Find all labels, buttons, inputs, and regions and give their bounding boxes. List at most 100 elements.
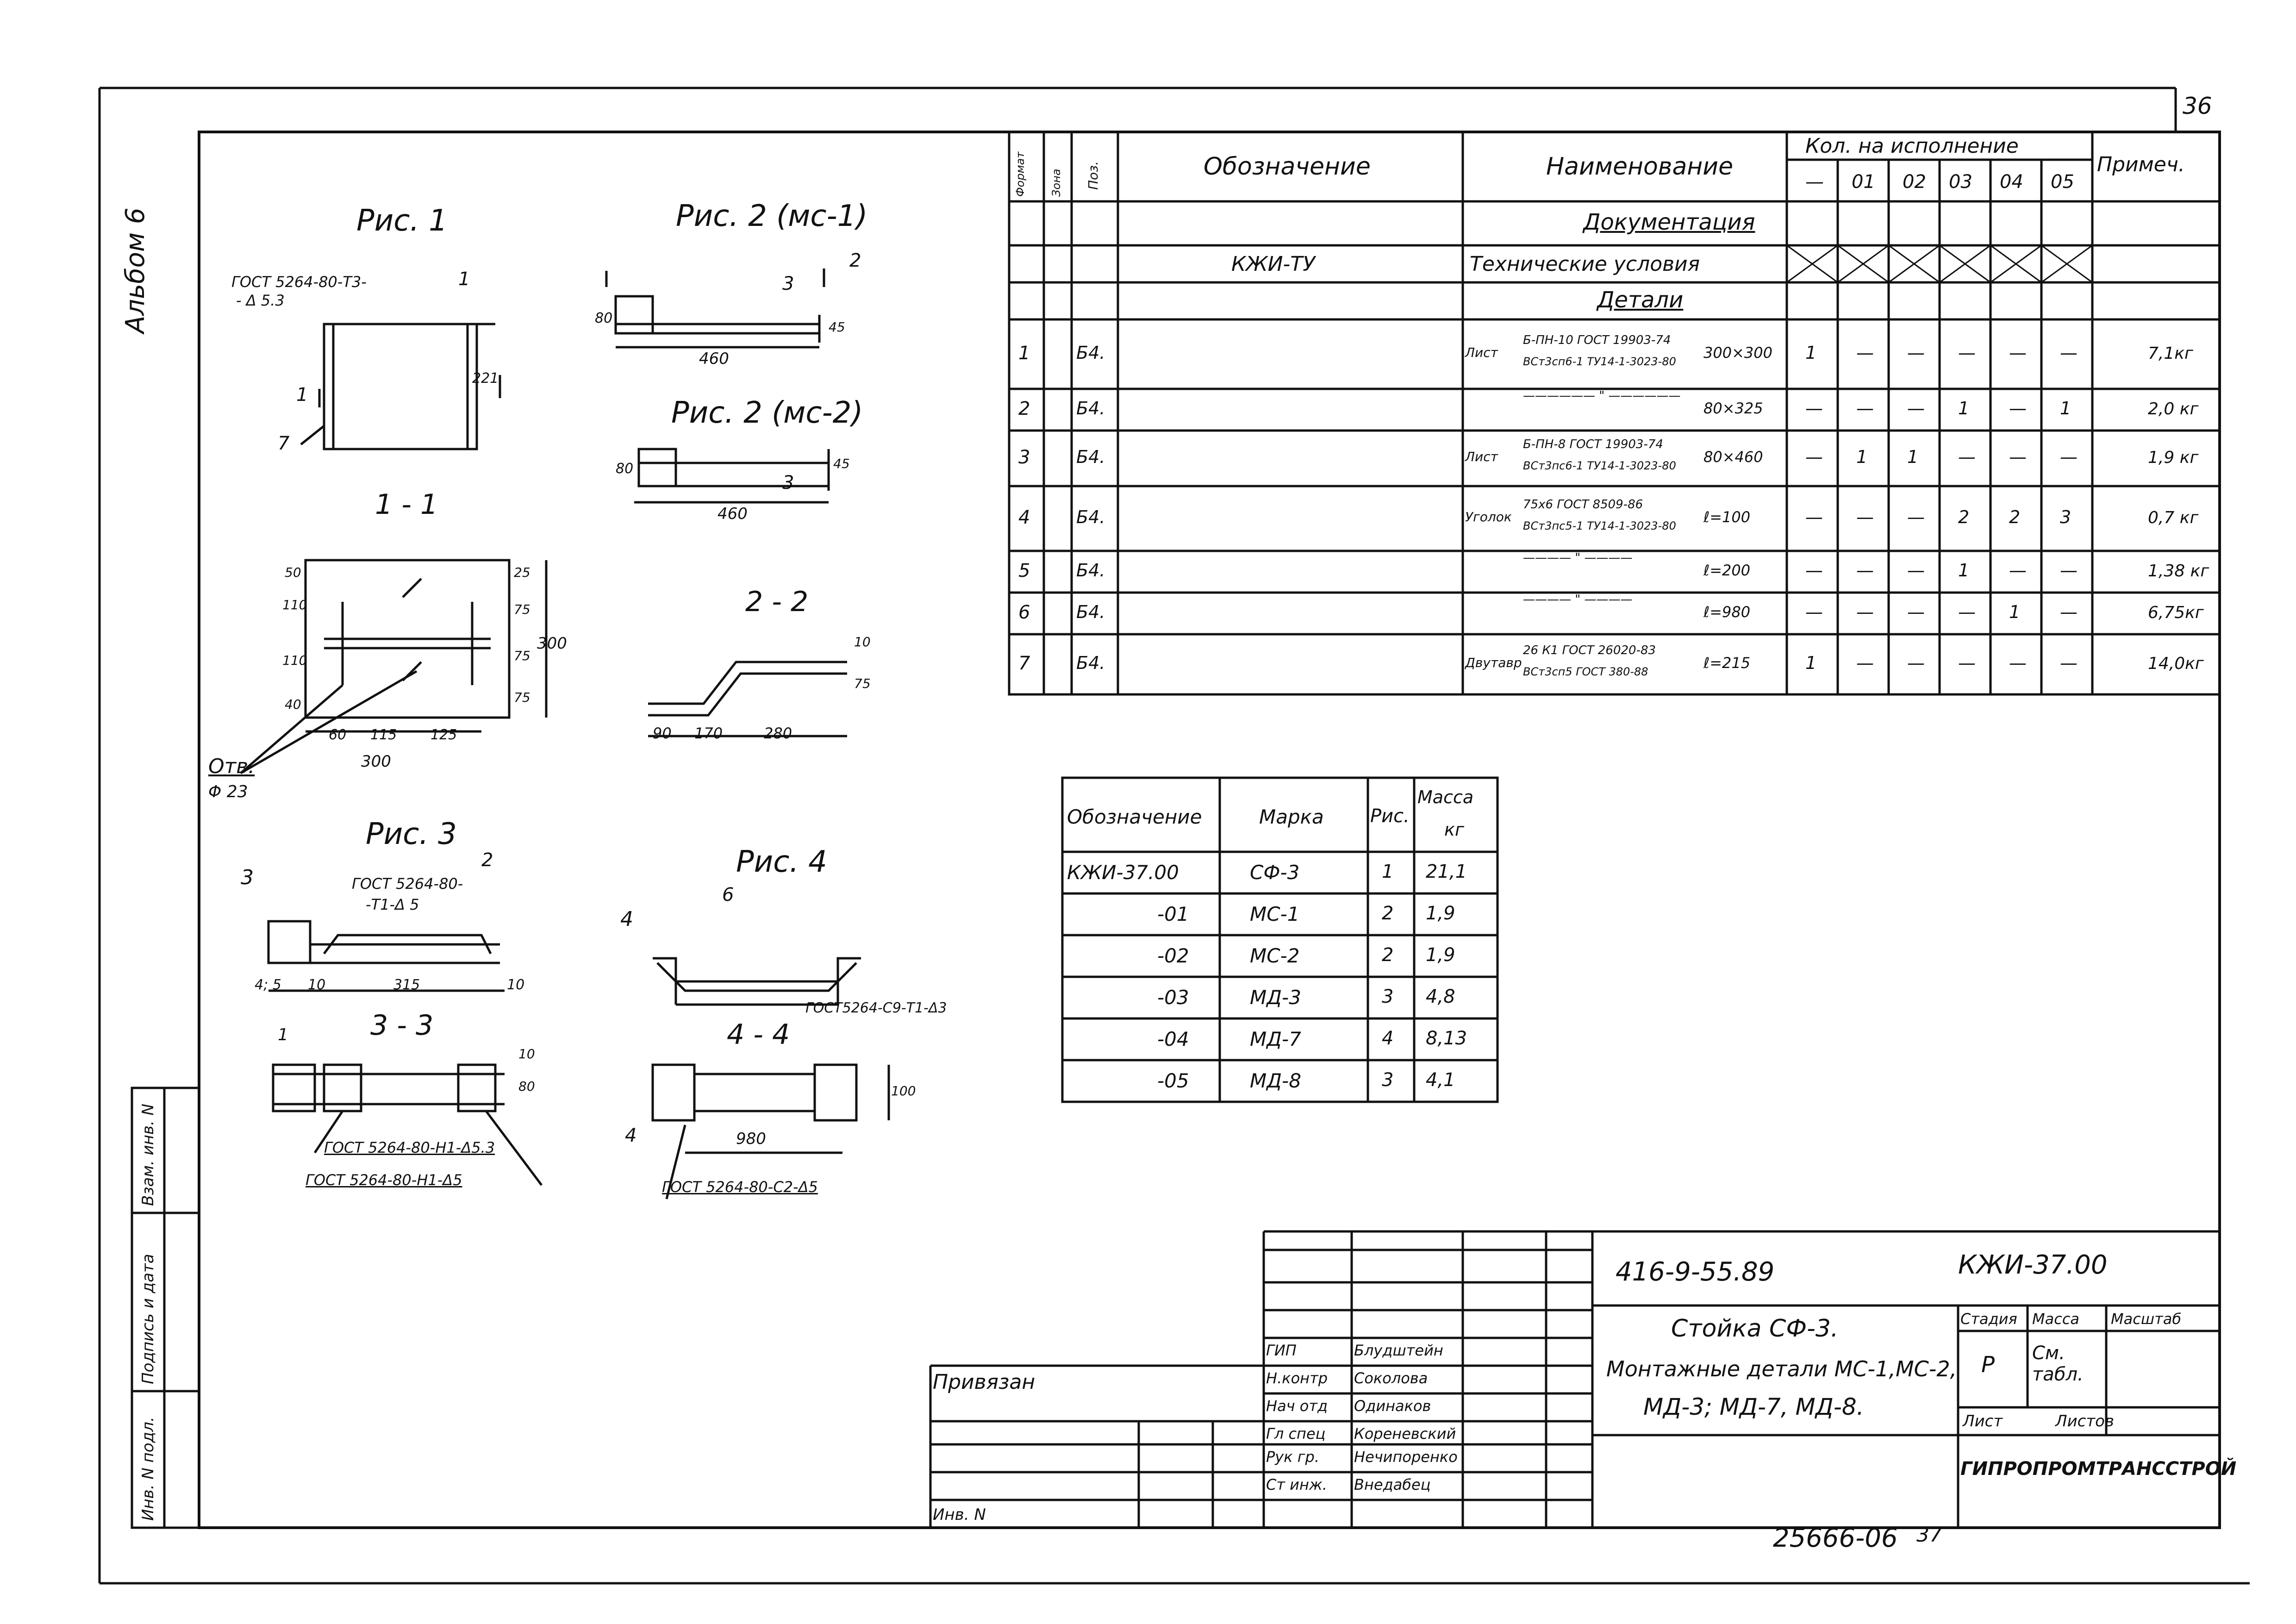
spec-row-qty: 1 [1856, 447, 1868, 467]
archive-number: 25666-06 [1773, 1523, 1898, 1553]
spec-row-note: 1,38 кг [2148, 562, 2209, 581]
spec-table-grid [1008, 131, 2221, 696]
spec-row-qty: 1 [2009, 602, 2021, 622]
inv-label: Инв. N [933, 1505, 986, 1524]
s11-dim-left-3: 110 [282, 653, 307, 668]
fig2a-title: Рис. 2 (мс-1) [676, 199, 868, 233]
person-role: Рук гр. [1266, 1448, 1320, 1466]
person-role: Н.контр [1266, 1369, 1328, 1387]
s11-dim-right-3: 75 [514, 648, 530, 663]
s11-dim-right-2: 75 [514, 602, 530, 617]
marks-h-mark: Марка [1259, 806, 1324, 828]
spec-row-pos: 6 [1018, 602, 1030, 623]
spec-row-qty: — [1856, 560, 1874, 581]
s11-dim-left-4: 40 [285, 697, 301, 712]
fig1-pos7: 7 [278, 433, 290, 454]
marks-row-fig: 3 [1382, 1069, 1394, 1091]
fig3-pos2: 2 [481, 849, 493, 871]
spec-row-format: Б4. [1076, 398, 1105, 418]
spec-row-qty: 1 [1907, 447, 1919, 467]
side-stamp-podpis: Подпись и дата [139, 1254, 157, 1384]
spec-row-qty: — [1805, 602, 1823, 622]
spec-row-name-a: Лист [1465, 449, 1498, 464]
s11-bottom-dim300: 300 [361, 752, 391, 771]
marks-row-mark: МС-1 [1250, 903, 1300, 925]
spec-row-qty: — [1856, 398, 1874, 418]
marks-table-grid [1061, 776, 1499, 1103]
stage-value: Р [1981, 1352, 1995, 1378]
spec-h-qty-col: 04 [2000, 171, 2023, 193]
fig2a-outline [614, 295, 654, 335]
marks-row-fig: 1 [1382, 861, 1394, 882]
fig4-title: Рис. 4 [736, 845, 827, 879]
marks-row-designation: -04 [1157, 1028, 1189, 1050]
scale-header: Масштаб [2111, 1310, 2182, 1328]
section-4-4-outline [651, 1063, 696, 1122]
spec-row-pos: 4 [1018, 507, 1030, 528]
marks-row-designation: -03 [1157, 986, 1189, 1009]
spec-row-name-size: 80×325 [1703, 400, 1763, 417]
spec-row-name-size: ℓ=200 [1703, 562, 1751, 579]
person-name: Нечипоренко [1354, 1448, 1458, 1466]
s11-dim-right-4: 75 [514, 690, 530, 705]
spec-row-qty: — [2009, 653, 2027, 673]
s22-dim-2: 170 [694, 725, 723, 742]
inner-frame [198, 131, 2221, 1529]
marks-row-mark: СФ-3 [1250, 861, 1300, 884]
spec-h-qty-col: 05 [2051, 171, 2074, 193]
fig1-section-mark: 1 [296, 384, 308, 406]
marks-row-mark: МД-8 [1250, 1069, 1301, 1092]
side-stamp-vzam: Взам. инв. N [139, 1104, 157, 1206]
spec-row-name-size: 80×460 [1703, 448, 1763, 466]
fig2a-section-mark: 2 [849, 250, 861, 271]
spec-row-name-a: Лист [1465, 345, 1498, 360]
spec-row-format: Б4. [1076, 343, 1105, 363]
section-2-2-title: 2 - 2 [745, 586, 809, 618]
fig4-weld-label: ГОСТ5264-С9-Т1-Δ3 [805, 1000, 947, 1016]
marks-row-mass: 1,9 [1426, 903, 1455, 924]
spec-row-qty: 1 [2060, 398, 2071, 418]
spec-row-note: 7,1кг [2148, 344, 2193, 363]
marks-row-mark: МД-3 [1250, 986, 1301, 1009]
spec-row-format: Б4. [1076, 653, 1105, 673]
person-role: Нач отд [1266, 1397, 1328, 1415]
fig3-bottom-weld-2: ГОСТ 5264-80-Н1-Δ5 [306, 1171, 462, 1189]
spec-h-format: Формат [1014, 151, 1027, 197]
holes-label: Отв. [208, 755, 255, 778]
fig2b-title: Рис. 2 (мс-2) [671, 396, 863, 430]
s22-dim10: 10 [854, 634, 871, 650]
marks-row-designation: -02 [1157, 944, 1189, 967]
spec-row-qty: — [1958, 602, 1976, 622]
spec-row-name-a: Двутавр [1465, 655, 1522, 670]
section-1-1-title: 1 - 1 [375, 488, 438, 521]
marks-row-mass: 1,9 [1426, 944, 1455, 966]
album-label: Альбом 6 [120, 207, 150, 333]
spec-row-note: 1,9 кг [2148, 448, 2199, 467]
side-stamp-inv-podl: Инв. N подл. [139, 1417, 157, 1521]
marks-row-fig: 2 [1382, 944, 1394, 966]
spec-row-qty: — [2009, 560, 2027, 581]
spec-row-note: 0,7 кг [2148, 508, 2199, 527]
section-2-2-profile [648, 661, 847, 705]
spec-row-name-size: ℓ=215 [1703, 654, 1751, 672]
spec-row-name-bot: ВСт3сп6-1 ТУ14-1-3023-80 [1523, 355, 1676, 368]
title-line-3: МД-3; МД-7, МД-8. [1643, 1393, 1864, 1420]
spec-row-name-a: Уголок [1465, 509, 1512, 525]
person-name: Соколова [1354, 1369, 1428, 1387]
fig3-title: Рис. 3 [366, 817, 457, 851]
organization: ГИПРОПРОМТРАНССТРОЙ [1960, 1458, 2237, 1480]
fig4-outline [653, 957, 861, 983]
spec-h-note: Примеч. [2097, 153, 2185, 176]
spec-row-qty: — [2009, 447, 2027, 467]
fig1-dim221: 221 [472, 370, 499, 387]
section-3-3-title: 3 - 3 [370, 1009, 434, 1042]
spec-row-pos: 1 [1018, 343, 1030, 364]
fig3-outline [267, 920, 312, 964]
person-name: Внедабец [1354, 1476, 1431, 1493]
sheet-header: Лист [1963, 1412, 2003, 1430]
fig3-pos1: 1 [278, 1025, 288, 1044]
spec-row-qty: — [1856, 343, 1874, 363]
s11-dim-right-1: 25 [514, 565, 530, 580]
spec-row-qty: — [1907, 653, 1925, 673]
s22-dim-1: 90 [653, 725, 672, 742]
